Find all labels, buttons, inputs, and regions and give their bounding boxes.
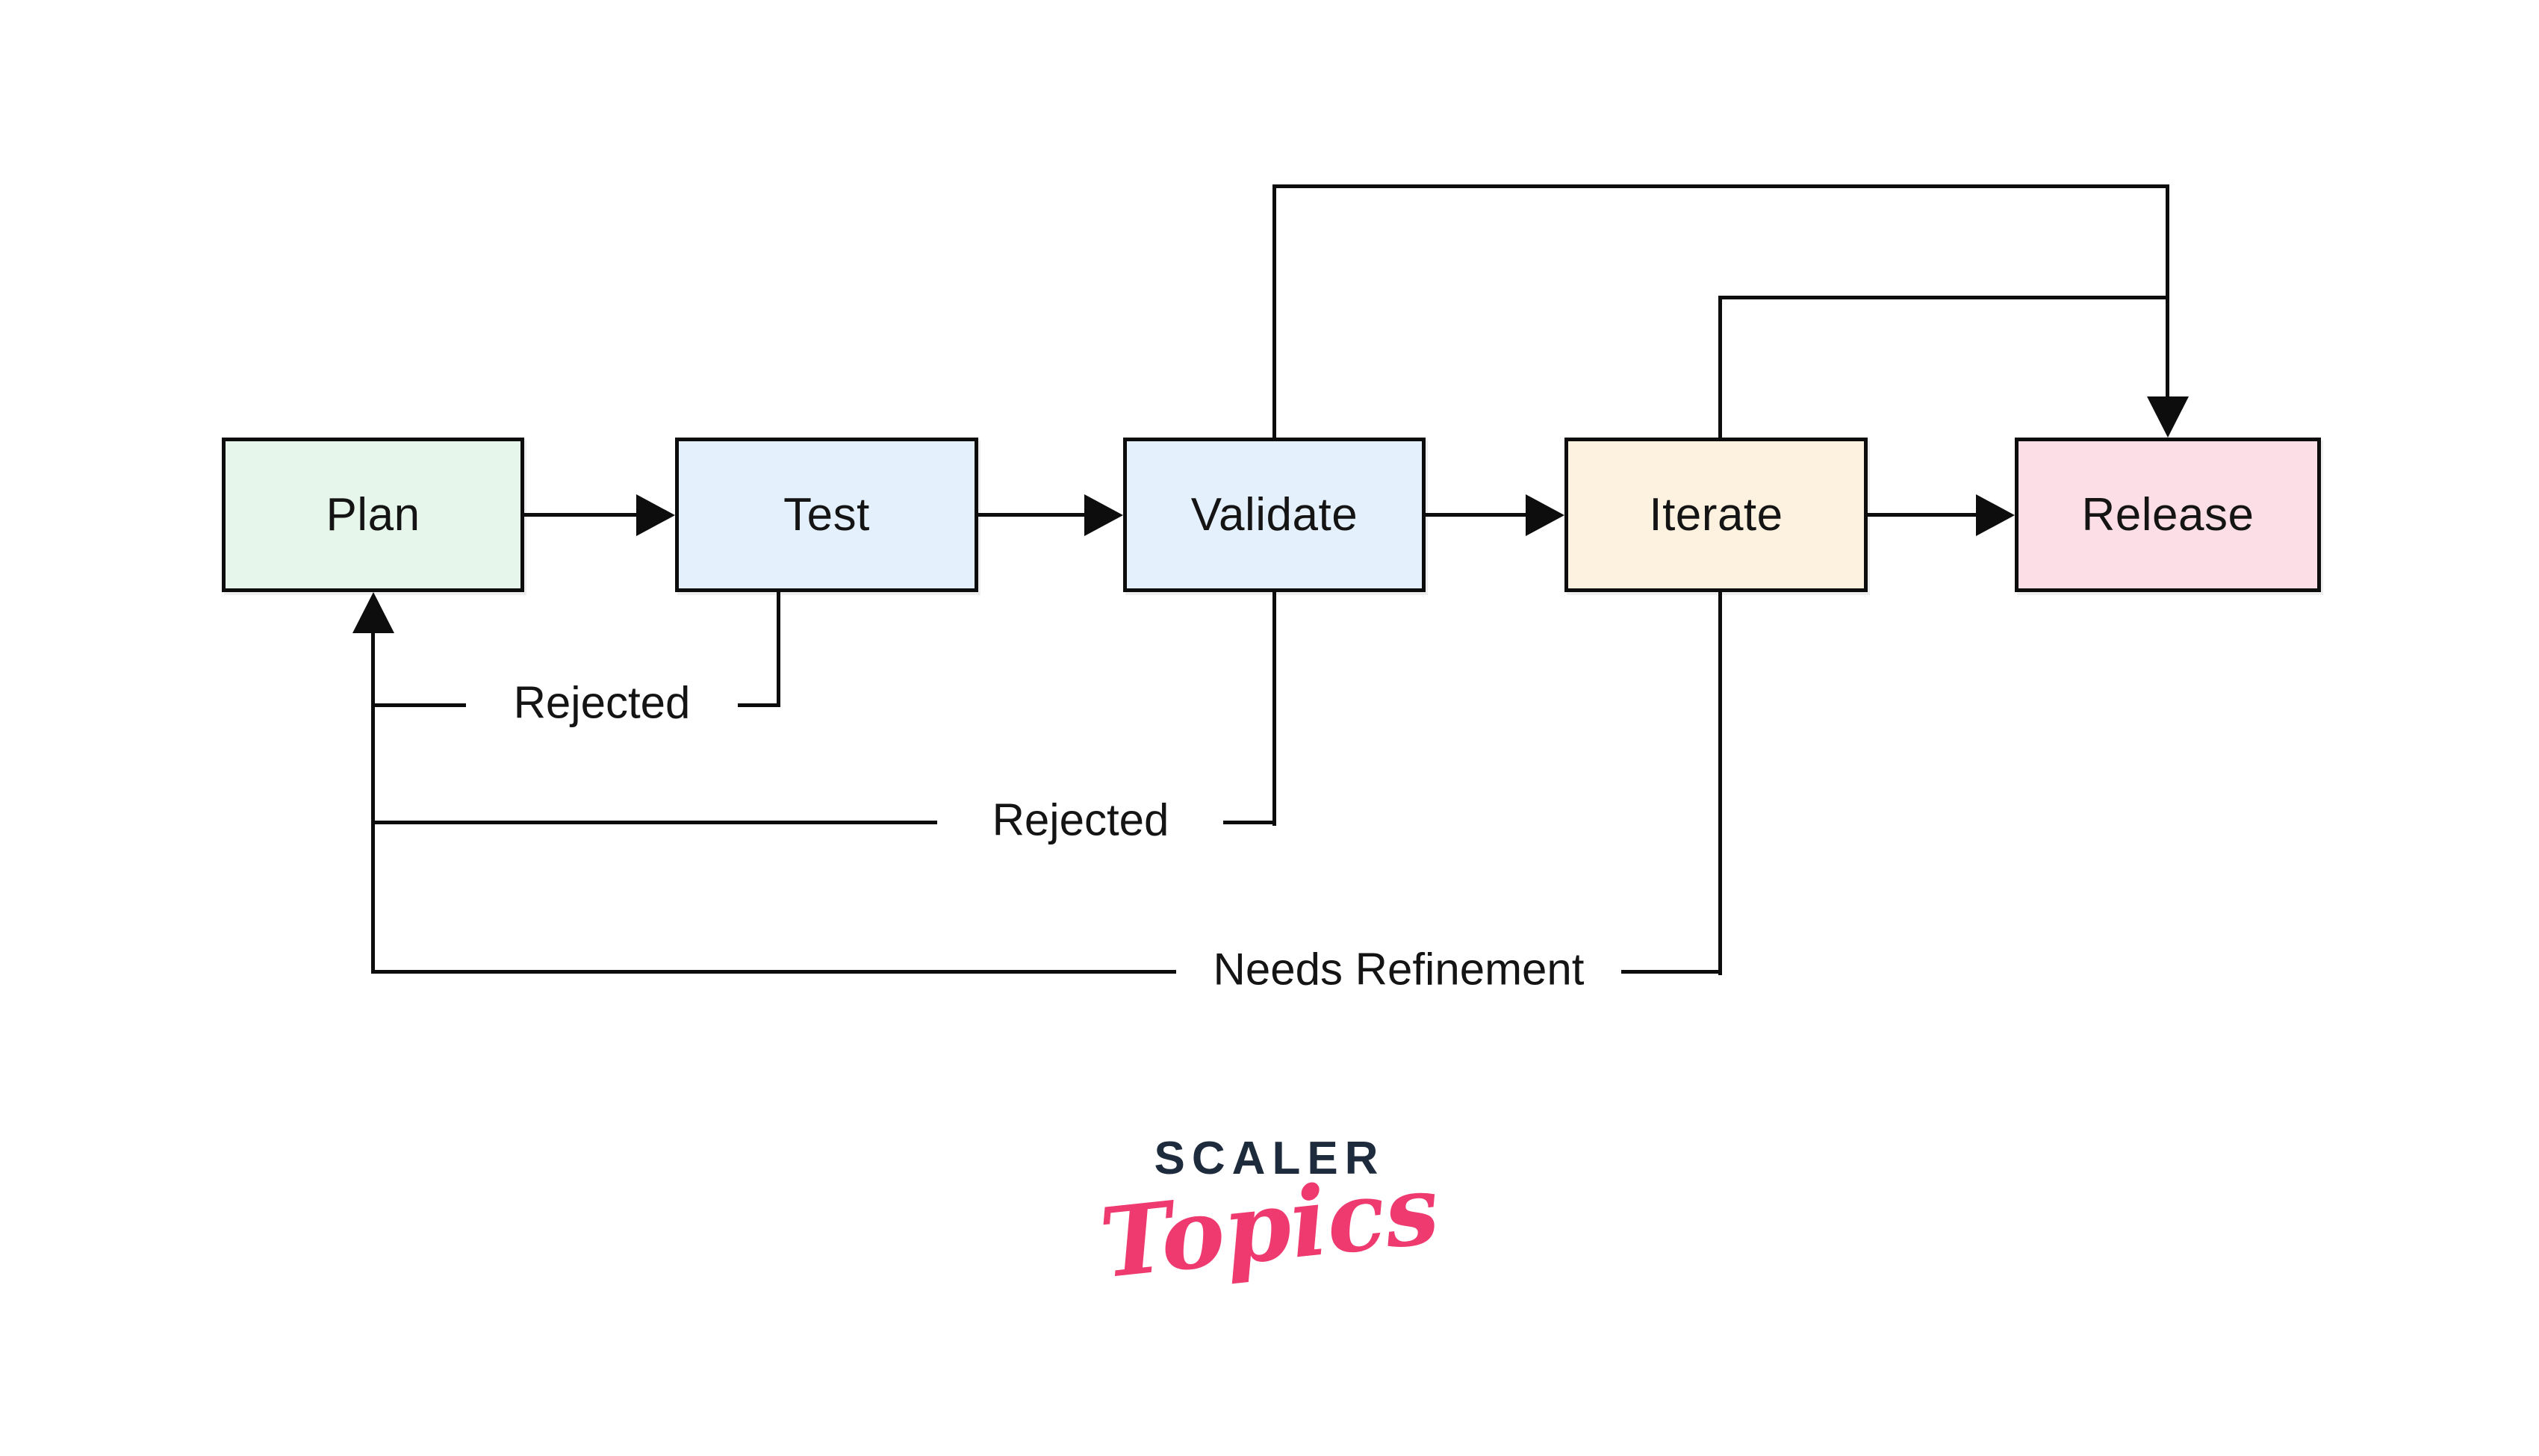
- edge-iterate-release-line: [1868, 513, 1977, 517]
- edge-release-drop: [2166, 184, 2169, 396]
- arrowhead-into-release-top: [2147, 396, 2189, 438]
- edge-test-reject-drop: [777, 592, 780, 707]
- edge-validate-reject-drop: [1272, 592, 1276, 826]
- edge-validate-reject-line-right: [1223, 821, 1276, 824]
- edge-label-test-rejected: Rejected: [513, 677, 691, 728]
- edge-validate-release-top-line: [1272, 184, 2169, 188]
- edge-plan-test-line: [524, 513, 638, 517]
- edge-test-validate-line: [978, 513, 1086, 517]
- node-release-label: Release: [2081, 489, 2254, 541]
- edge-iterate-release-top-line: [1718, 296, 2169, 299]
- edge-test-reject-line-right: [738, 703, 780, 707]
- arrowhead-validate-iterate: [1526, 494, 1564, 536]
- edge-validate-iterate-line: [1426, 513, 1527, 517]
- node-iterate-label: Iterate: [1649, 489, 1783, 541]
- node-test: Test: [675, 438, 978, 592]
- arrowhead-plan-test: [636, 494, 675, 536]
- node-iterate: Iterate: [1564, 438, 1868, 592]
- edge-iterate-refine-line-right: [1621, 970, 1722, 974]
- logo-topics-text: Topics: [1095, 1153, 1444, 1301]
- node-validate-label: Validate: [1190, 489, 1358, 541]
- edge-iterate-refine-drop: [1718, 592, 1722, 975]
- arrowhead-test-validate: [1084, 494, 1123, 536]
- edge-test-reject-line-left: [371, 703, 466, 707]
- node-test-label: Test: [783, 489, 870, 541]
- edge-label-needs-refinement: Needs Refinement: [1213, 944, 1585, 995]
- arrowhead-into-plan-bottom: [352, 592, 394, 633]
- node-plan-label: Plan: [326, 489, 420, 541]
- arrowhead-iterate-release: [1976, 494, 2015, 536]
- node-release: Release: [2015, 438, 2321, 592]
- logo-scaler-text: SCALER: [1154, 1133, 1385, 1184]
- edge-validate-release-riser: [1272, 184, 1276, 438]
- edge-iterate-release-riser: [1718, 296, 1722, 438]
- edge-label-validate-rejected: Rejected: [992, 794, 1169, 845]
- edge-validate-reject-line-left: [371, 821, 937, 824]
- edge-iterate-refine-line-left: [371, 970, 1176, 974]
- node-validate: Validate: [1123, 438, 1426, 592]
- edge-return-riser: [371, 632, 375, 974]
- node-plan: Plan: [222, 438, 524, 592]
